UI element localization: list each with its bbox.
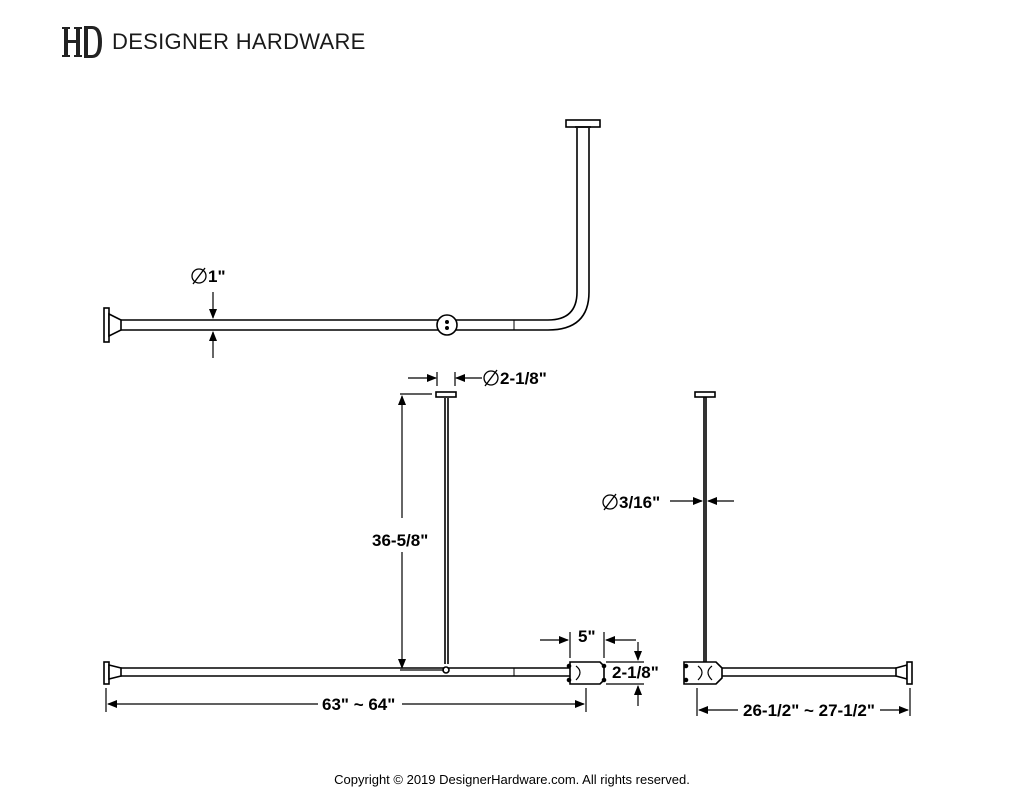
flange-diameter-label: 2-1/8"	[500, 369, 547, 388]
elbow-width-dimension	[540, 632, 636, 658]
top-view-rod	[103, 119, 601, 343]
header: DESIGNER HARDWARE	[62, 22, 366, 62]
support-rod-diameter-label: 3/16"	[619, 493, 660, 512]
long-length-dimension	[105, 688, 587, 712]
hd-monogram-icon	[62, 26, 102, 58]
elbow-height-dimension	[606, 642, 644, 706]
front-view-rod	[103, 391, 607, 685]
elbow-height-label: 2-1/8"	[612, 663, 659, 682]
support-height-label: 36-5/8"	[372, 531, 428, 550]
long-length-label: 63" ~ 64"	[322, 695, 395, 714]
support-height-dimension	[398, 393, 444, 671]
side-view-rod	[683, 391, 913, 685]
copyright-notice: Copyright © 2019 DesignerHardware.com. A…	[334, 772, 690, 787]
rod-diameter-label: 1"	[208, 267, 226, 286]
elbow-width-label: 5"	[578, 627, 596, 646]
brand-name: DESIGNER HARDWARE	[112, 29, 366, 54]
short-length-dimension	[696, 688, 911, 716]
short-length-label: 26-1/2" ~ 27-1/2"	[743, 701, 875, 720]
diameter-symbol-2	[483, 369, 499, 387]
diameter-symbol-1	[191, 267, 207, 285]
diameter-symbol-3	[602, 493, 618, 511]
flange-diameter-dimension	[408, 372, 482, 386]
